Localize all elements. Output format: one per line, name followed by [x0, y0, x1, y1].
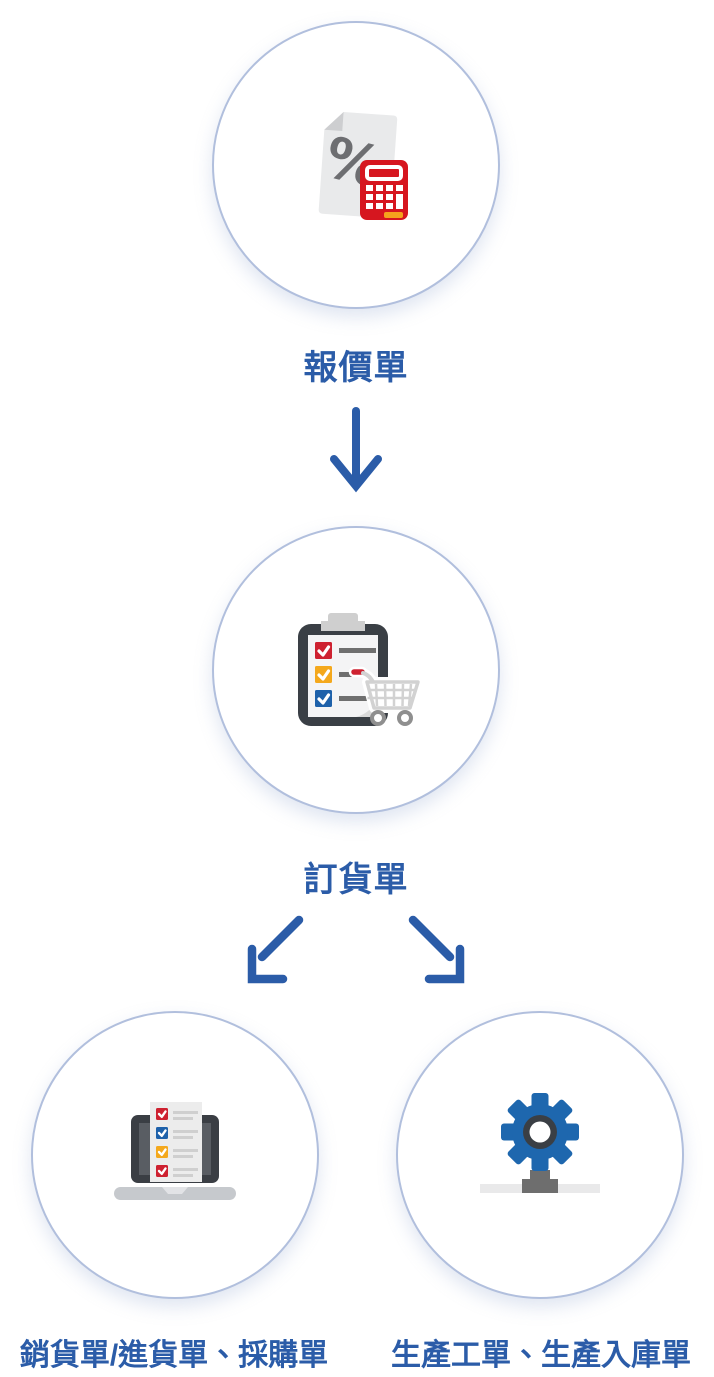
- order-label: 訂貨單: [303, 861, 409, 899]
- arrow-down-icon: [328, 407, 384, 495]
- quotation-document-calculator-icon: %: [318, 112, 408, 220]
- production-gear-network-icon: [480, 1093, 600, 1193]
- order-node-circle: [212, 526, 500, 814]
- quotation-label: 報價單: [303, 349, 409, 387]
- quotation-node-circle: %: [212, 21, 500, 309]
- arrow-down-right-icon: [406, 913, 470, 987]
- sales-label: 銷貨單/進貨單、採購單: [19, 1339, 329, 1372]
- sales-laptop-checklist-icon: [114, 1102, 236, 1200]
- gear-icon: [501, 1093, 579, 1171]
- calculator-icon: [360, 160, 408, 220]
- arrow-down-left-icon: [242, 913, 306, 987]
- production-node-circle: [396, 1011, 684, 1299]
- order-clipboard-cart-icon: [298, 613, 422, 726]
- production-label: 生產工單、生產入庫單: [391, 1339, 691, 1372]
- shopping-cart-icon: [348, 666, 422, 726]
- sales-node-circle: [31, 1011, 319, 1299]
